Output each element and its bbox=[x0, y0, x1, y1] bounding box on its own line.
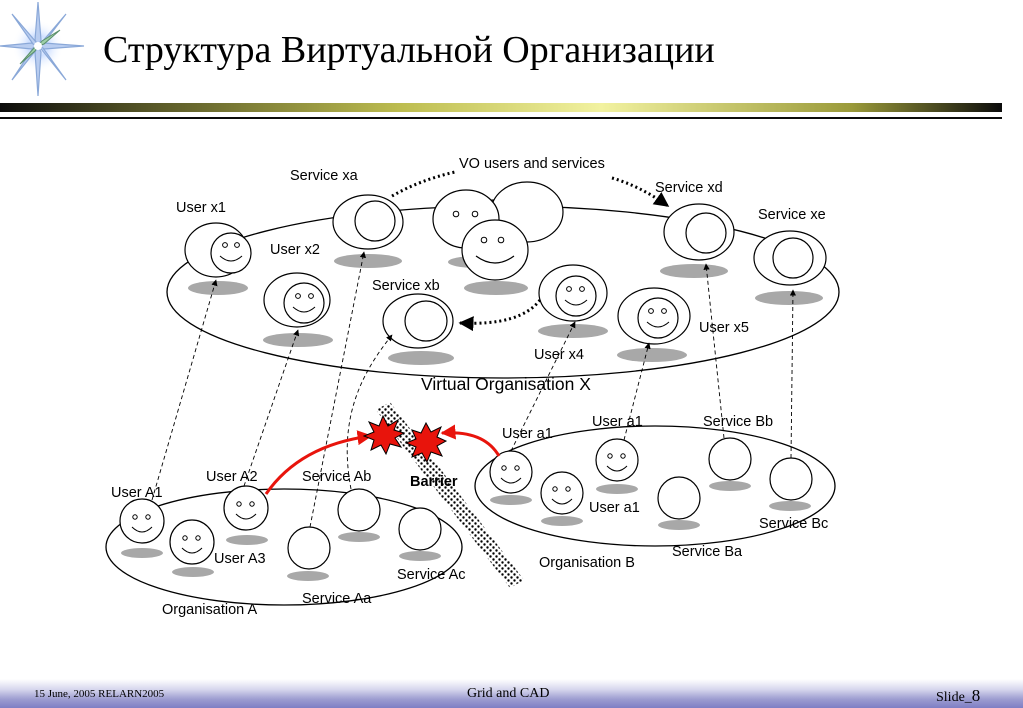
service-xa-icon bbox=[332, 194, 404, 268]
footer-slide-number: Slide_8 bbox=[936, 686, 980, 706]
label-service-xa: Service xa bbox=[290, 168, 359, 184]
vo-users-cluster bbox=[432, 181, 564, 295]
vo-dotted-arrows bbox=[391, 170, 670, 332]
footer-bar bbox=[0, 679, 1023, 708]
smiley-user-a1-mid-icon bbox=[540, 471, 584, 526]
smiley-user-x5-icon bbox=[617, 287, 691, 362]
label-service-Bc: Service Bc bbox=[759, 516, 828, 532]
title-rule-thin bbox=[0, 117, 1002, 119]
service-Aa-icon bbox=[287, 526, 331, 581]
service-Bb-icon bbox=[708, 437, 752, 491]
smiley-user-a1-left-icon bbox=[489, 450, 533, 505]
smiley-user-A3-icon bbox=[169, 519, 215, 577]
smiley-user-a1-top-icon bbox=[595, 438, 639, 494]
title-rule-gradient bbox=[0, 103, 1002, 112]
organisation-a-ellipse bbox=[105, 488, 463, 606]
organisation-b-ellipse bbox=[474, 425, 836, 547]
star-logo-icon bbox=[0, 1, 85, 97]
service-xe-icon bbox=[753, 230, 827, 305]
label-user-a1-low: User a1 bbox=[589, 500, 640, 516]
label-user-A1: User A1 bbox=[111, 485, 163, 501]
label-service-Aa: Service Aa bbox=[302, 591, 372, 607]
label-user-x2: User x2 bbox=[270, 242, 320, 258]
footer-date: 15 June, 2005 RELARN2005 bbox=[34, 688, 165, 700]
label-vo-users-and-services: VO users and services bbox=[459, 156, 605, 172]
smiley-user-x4-icon bbox=[538, 264, 608, 338]
label-service-xe: Service xe bbox=[758, 207, 826, 223]
footer-title: Grid and CAD bbox=[467, 686, 550, 701]
slide-number: 8 bbox=[971, 686, 981, 705]
smiley-user-x2-icon bbox=[263, 272, 333, 347]
service-Ab-icon bbox=[337, 488, 381, 542]
label-user-x4: User x4 bbox=[534, 347, 584, 363]
label-service-xd: Service xd bbox=[655, 180, 723, 196]
service-Ac-icon bbox=[398, 507, 442, 561]
label-service-Ba: Service Ba bbox=[672, 544, 743, 560]
barrier-band bbox=[376, 402, 524, 588]
label-organisation-a: Organisation A bbox=[162, 602, 257, 618]
label-virtual-organisation: Virtual Organisation X bbox=[421, 374, 591, 394]
label-barrier: Barrier bbox=[410, 474, 458, 490]
smiley-user-A1-icon bbox=[119, 498, 165, 558]
label-organisation-b: Organisation B bbox=[539, 555, 635, 571]
smiley-user-A2-icon bbox=[223, 485, 269, 545]
red-access-arrows bbox=[264, 424, 501, 495]
smiley-user-x1-icon bbox=[184, 222, 252, 295]
label-user-a1-left: User a1 bbox=[502, 426, 553, 442]
label-user-x1: User x1 bbox=[176, 200, 226, 216]
label-user-A3: User A3 bbox=[214, 551, 266, 567]
service-Ba-icon bbox=[657, 476, 701, 530]
slide-prefix: Slide_ bbox=[936, 690, 972, 705]
label-service-Bb: Service Bb bbox=[703, 414, 773, 430]
label-service-xb: Service xb bbox=[372, 278, 440, 294]
barrier-explosion-left-icon bbox=[362, 414, 406, 456]
barrier-explosion-right-icon bbox=[404, 421, 448, 464]
label-service-Ac: Service Ac bbox=[397, 567, 466, 583]
service-xd-icon bbox=[660, 203, 735, 278]
service-xb-icon bbox=[382, 293, 454, 365]
mapping-arrows bbox=[151, 251, 797, 528]
label-service-Ab: Service Ab bbox=[302, 469, 371, 485]
label-user-a1-top: User a1 bbox=[592, 414, 643, 430]
service-Bc-icon bbox=[769, 457, 813, 511]
page-title: Структура Виртуальной Организации bbox=[103, 29, 715, 71]
label-user-A2: User A2 bbox=[206, 469, 258, 485]
label-user-x5: User x5 bbox=[699, 320, 749, 336]
